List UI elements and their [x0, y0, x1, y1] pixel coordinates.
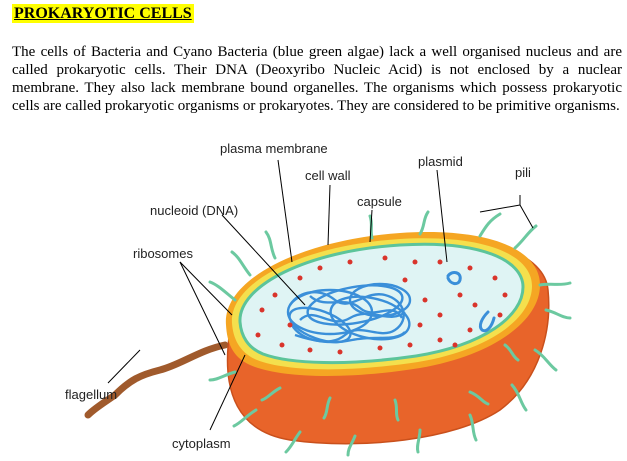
label-pili: pili [515, 165, 531, 180]
flagellum [84, 341, 229, 419]
page-title: PROKARYOTIC CELLS [12, 4, 194, 23]
label-plasma-membrane: plasma membrane [220, 141, 328, 156]
label-ribosomes: ribosomes [133, 246, 193, 261]
label-plasmid: plasmid [418, 154, 463, 169]
ribosomes [255, 255, 508, 355]
label-flagellum: flagellum [65, 387, 117, 402]
plasmid [446, 271, 496, 333]
intro-paragraph: The cells of Bacteria and Cyano Bacteria… [12, 44, 622, 114]
label-nucleoid: nucleoid (DNA) [150, 203, 238, 218]
label-cell-wall: cell wall [305, 168, 351, 183]
pili-group [208, 210, 572, 457]
leader-lines [107, 159, 534, 431]
label-capsule: capsule [357, 194, 402, 209]
label-cytoplasm: cytoplasm [172, 436, 231, 451]
nucleoid-dna [286, 282, 412, 344]
